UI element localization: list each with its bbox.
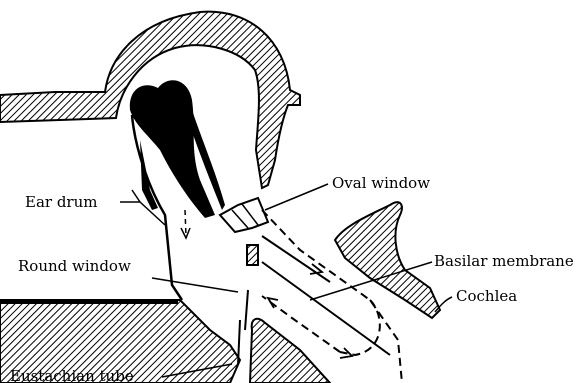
cochlea-label: Cochlea [456,287,517,305]
lower-middle-bone [250,319,330,383]
stapes-bone [220,198,268,232]
oval-window-leader [265,184,328,210]
cochlea-bone [335,202,440,318]
round-window-label: Round window [18,257,131,275]
ear-drum-leader [120,190,165,225]
round-window-leader [152,278,238,292]
cochlea-dashed-path-turn [340,300,380,355]
round-window-block [247,245,258,265]
basilar-membrane-label: Basilar membrane [434,252,574,270]
oval-window-label: Oval window [332,174,430,192]
sound-path-arrow-down [185,210,186,236]
cochlea-upper-wall [262,236,330,282]
eustachian-tube-label: Eustachian tube [10,367,134,383]
ear-drum-label: Ear drum [25,193,98,211]
round-window-wall [245,290,248,330]
